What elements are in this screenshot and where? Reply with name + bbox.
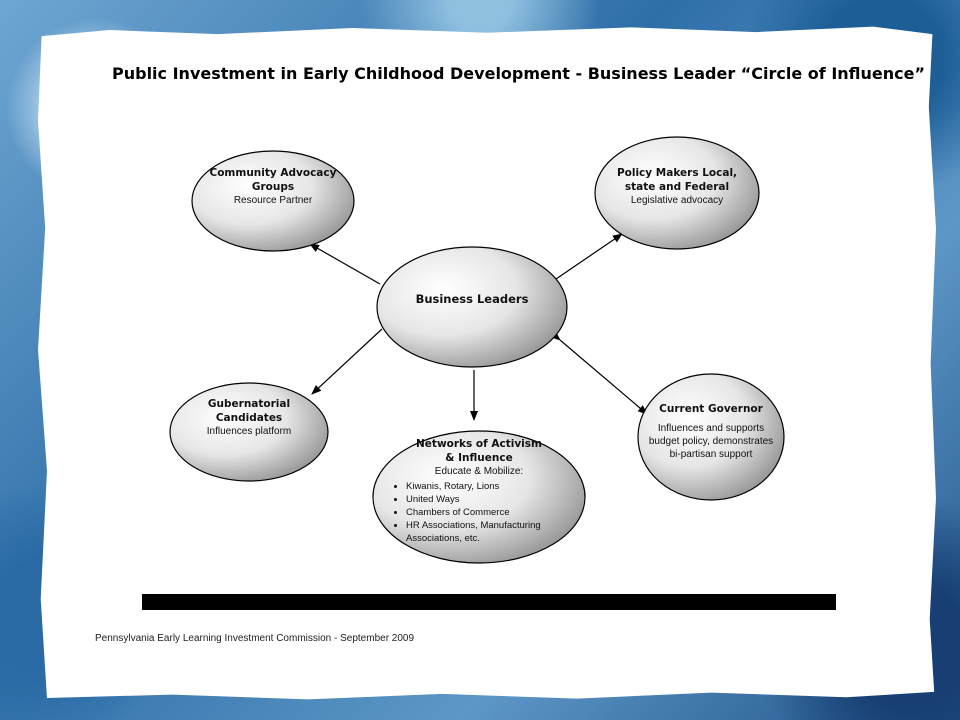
governor-name: Current Governor [659, 403, 763, 415]
community-name: Community Advocacy Groups [209, 167, 337, 193]
policy-name: Policy Makers Local, state and Federal [616, 167, 738, 193]
gubernatorial-name: Gubernatorial Candidates [207, 398, 291, 424]
gubernatorial-node: Gubernatorial Candidates Influences plat… [184, 397, 314, 438]
networks-ellipse [372, 430, 586, 564]
footer-source: Pennsylvania Early Learning Investment C… [95, 633, 415, 644]
networks-node: Networks of Activism & Influence Educate… [384, 437, 574, 545]
networks-list: Kiwanis, Rotary, Lions United Ways Chamb… [384, 480, 574, 545]
policy-node: Policy Makers Local, state and Federal L… [607, 166, 747, 207]
list-item: Chambers of Commerce [406, 506, 574, 519]
center-ellipse [376, 246, 568, 368]
community-node: Community Advocacy Groups Resource Partn… [203, 166, 343, 207]
networks-desc: Educate & Mobilize: [434, 466, 524, 477]
center-name: Business Leaders [415, 292, 529, 306]
policy-desc: Legislative advocacy [630, 195, 724, 206]
list-item: Kiwanis, Rotary, Lions [406, 480, 574, 493]
list-item: United Ways [406, 493, 574, 506]
policy-ellipse [594, 136, 760, 250]
community-ellipse [191, 150, 355, 252]
page-title: Public Investment in Early Childhood Dev… [112, 64, 926, 83]
arrow-to-community [309, 243, 381, 285]
gubernatorial-desc: Influences platform [206, 426, 292, 437]
divider-bar [142, 594, 836, 610]
community-desc: Resource Partner [233, 195, 313, 206]
arrow-to-policy [555, 233, 623, 280]
networks-name: Networks of Activism & Influence [416, 438, 542, 464]
governor-node: Current Governor Influences and supports… [646, 402, 776, 461]
center-node: Business Leaders [392, 292, 552, 306]
list-item: HR Associations, Manufacturing Associati… [406, 519, 574, 545]
governor-ellipse [637, 373, 785, 501]
gubernatorial-ellipse [169, 382, 329, 482]
arrow-to-gubernatorial [311, 328, 383, 395]
governor-desc: Influences and supports budget policy, d… [648, 423, 774, 460]
arrow-to-governor [550, 331, 648, 415]
